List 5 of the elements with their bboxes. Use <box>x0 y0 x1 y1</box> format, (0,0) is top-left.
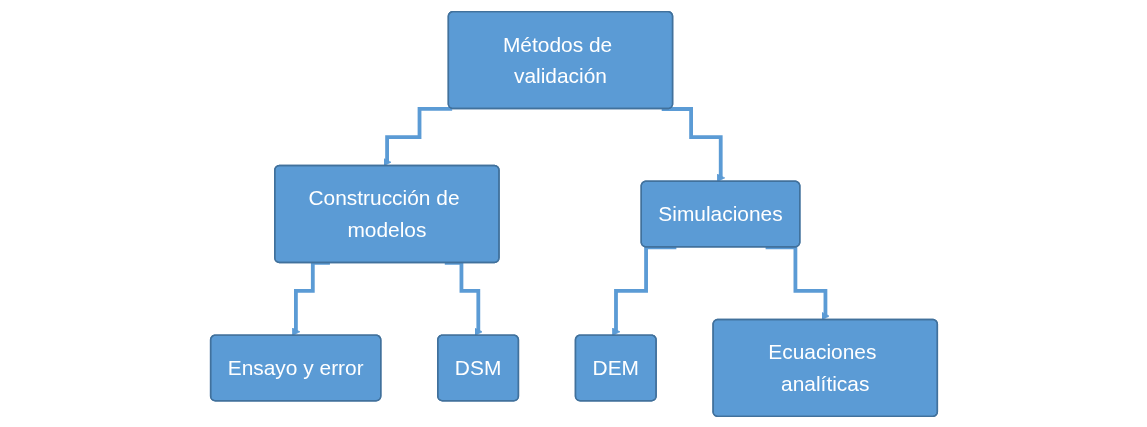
arrow <box>661 106 725 182</box>
arrow <box>765 244 830 320</box>
arrow <box>382 106 452 166</box>
arrow <box>291 260 330 336</box>
arrow <box>444 260 483 336</box>
